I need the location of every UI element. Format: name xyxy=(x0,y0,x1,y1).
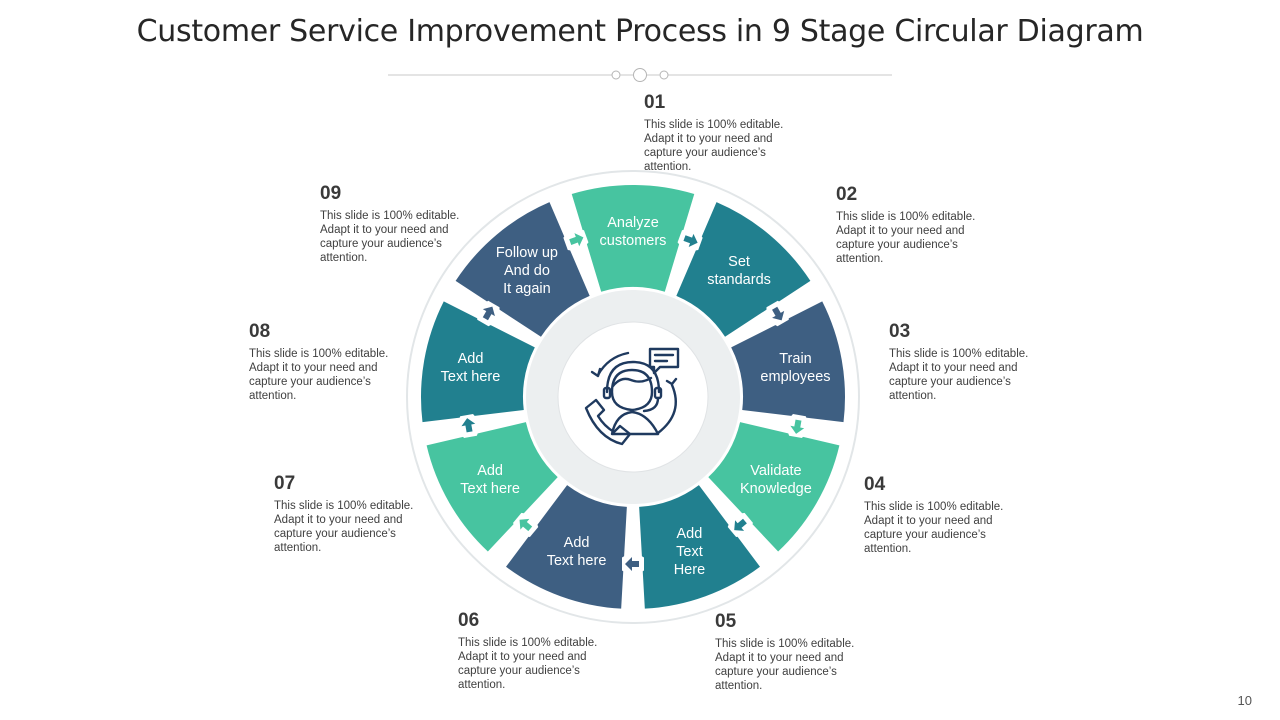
step-description: This slide is 100% editable. Adapt it to… xyxy=(864,501,1004,555)
segment-label: Add Text here xyxy=(546,535,607,570)
step-06: 06 This slide is 100% editable. Adapt it… xyxy=(458,610,598,692)
segment-label: Analyze customers xyxy=(599,215,667,249)
step-01: 01 This slide is 100% editable. Adapt it… xyxy=(644,92,784,174)
segment-label: Train employees xyxy=(760,351,831,386)
connector-arrow-icon xyxy=(622,551,644,577)
segment-1 xyxy=(571,185,695,292)
step-04: 04 This slide is 100% editable. Adapt it… xyxy=(864,474,1004,556)
step-09: 09 This slide is 100% editable. Adapt it… xyxy=(320,183,460,265)
step-number: 01 xyxy=(644,92,666,113)
slide-title: Customer Service Improvement Process in … xyxy=(136,14,1144,49)
segment-label: Follow up And do It again xyxy=(495,244,558,297)
segment-label: Set standards xyxy=(707,253,771,288)
step-number: 07 xyxy=(274,473,296,494)
step-description: This slide is 100% editable. Adapt it to… xyxy=(320,210,460,264)
step-number: 03 xyxy=(889,321,911,342)
step-description: This slide is 100% editable. Adapt it to… xyxy=(715,638,855,692)
page-number: 10 xyxy=(1237,693,1252,708)
step-02: 02 This slide is 100% editable. Adapt it… xyxy=(836,184,976,266)
segment-label: Add Text here xyxy=(440,351,501,386)
segment-3 xyxy=(731,301,845,423)
step-description: This slide is 100% editable. Adapt it to… xyxy=(274,500,414,554)
step-description: This slide is 100% editable. Adapt it to… xyxy=(644,119,784,173)
step-05: 05 This slide is 100% editable. Adapt it… xyxy=(715,611,855,693)
segment-4 xyxy=(708,422,840,552)
step-description: This slide is 100% editable. Adapt it to… xyxy=(836,211,976,265)
connector-arrow-icon xyxy=(677,227,703,253)
segment-label: Validate Knowledge xyxy=(740,462,812,497)
connector-arrow-icon xyxy=(477,300,500,327)
center-disc xyxy=(557,321,709,473)
segment-7 xyxy=(426,422,558,552)
segment-5 xyxy=(639,485,760,609)
step-number: 06 xyxy=(458,610,480,631)
segment-6 xyxy=(506,485,627,609)
step-description: This slide is 100% editable. Adapt it to… xyxy=(249,348,389,402)
segment-8 xyxy=(421,301,535,423)
connector-arrow-icon xyxy=(784,414,811,438)
step-number: 09 xyxy=(320,183,342,204)
step-number: 08 xyxy=(249,321,271,342)
title-divider xyxy=(388,68,892,82)
step-08: 08 This slide is 100% editable. Adapt it… xyxy=(249,321,389,403)
connector-arrow-icon xyxy=(563,227,589,253)
step-03: 03 This slide is 100% editable. Adapt it… xyxy=(889,321,1029,403)
step-number: 05 xyxy=(715,611,737,632)
step-description: This slide is 100% editable. Adapt it to… xyxy=(889,348,1029,402)
step-number: 02 xyxy=(836,184,858,205)
segment-label: Add Text here xyxy=(460,462,520,497)
step-number: 04 xyxy=(864,474,886,495)
customer-support-agent-icon xyxy=(584,347,680,446)
step-07: 07 This slide is 100% editable. Adapt it… xyxy=(274,473,414,555)
step-description: This slide is 100% editable. Adapt it to… xyxy=(458,637,598,691)
segment-2 xyxy=(676,202,811,337)
connector-arrow-icon xyxy=(513,512,539,537)
connector-arrow-icon xyxy=(455,414,482,438)
connector-arrow-icon xyxy=(727,512,753,537)
segment-label: Add Text Here xyxy=(673,526,706,579)
connector-arrow-icon xyxy=(766,300,789,327)
segment-9 xyxy=(455,202,590,337)
